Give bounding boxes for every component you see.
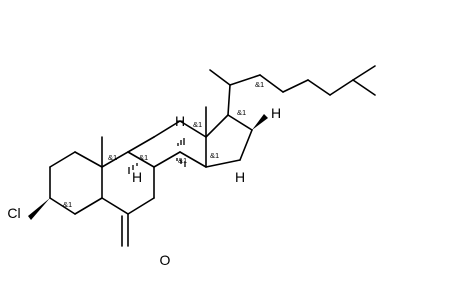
stereo-label-c3: &1	[63, 200, 72, 209]
stereo-wedges	[28, 114, 268, 220]
wedge-c17-h	[252, 114, 268, 130]
hydrogen-atom-label-c17: H	[271, 105, 281, 121]
hydrogen-atom-label-c9: H	[132, 169, 142, 185]
hydrogen-atom-label-c14: H	[235, 169, 245, 185]
stereo-hashes	[128, 138, 186, 174]
stereo-label-c17: &1	[237, 108, 246, 117]
oxygen-atom-label: O	[160, 252, 171, 268]
chlorine-atom-label: Cl	[7, 205, 20, 221]
wedge-c3-cl	[28, 198, 50, 220]
stereo-label-c9: &1	[139, 153, 148, 162]
stereo-label-c8: &1	[178, 156, 187, 165]
stereo-label-c20: &1	[255, 80, 264, 89]
stereo-label-c14: &1	[210, 151, 219, 160]
stereo-label-c13: &1	[193, 120, 202, 129]
stereo-label-c10: &1	[108, 153, 117, 162]
stereo-labels: &1 &1 &1 &1 &1 &1 &1 &1	[63, 80, 264, 209]
hydrogen-atom-label-c8: H	[175, 113, 185, 129]
bond-lines	[49, 65, 376, 247]
